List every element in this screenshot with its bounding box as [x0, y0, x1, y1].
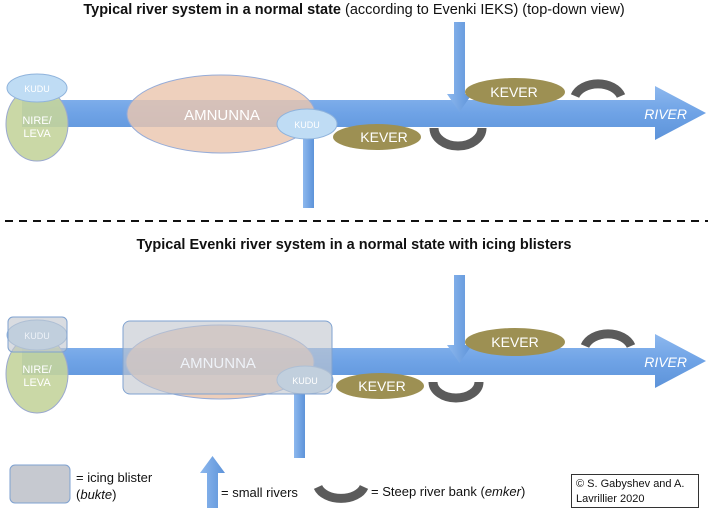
bottom-small-river-south: [294, 372, 305, 458]
top-nire-label-2: LEVA: [23, 128, 51, 140]
top-steep-bank-upper: [570, 79, 626, 99]
bottom-kudu-right-label: KUDU: [292, 376, 318, 386]
legend-steep-bank-swatch: [313, 484, 369, 503]
bottom-steep-bank-lower: [428, 381, 484, 403]
top-steep-bank-lower: [429, 127, 487, 151]
legend-small-rivers-label: = small rivers: [221, 485, 298, 500]
bottom-steep-bank-upper: [580, 329, 636, 349]
bottom-kudu-left-label: KUDU: [24, 331, 50, 341]
legend: = icing blister (bukte) = small rivers =…: [9, 456, 525, 508]
bottom-small-river-north-arrow: [447, 275, 472, 363]
bottom-icing-blister-amnunna: [122, 320, 333, 395]
bottom-amnunna-label: AMNUNNA: [180, 355, 256, 372]
bottom-nire-label-2: LEVA: [23, 377, 51, 389]
top-kudu-right: [276, 108, 338, 140]
bottom-kever-upper: [465, 328, 565, 356]
top-diagram-title: Typical river system in a normal state (…: [0, 2, 708, 18]
top-title-bold: Typical river system in a normal state: [83, 2, 341, 18]
bottom-river-label: RIVER: [644, 354, 687, 370]
top-nire-label-1: NIRE/: [22, 115, 52, 127]
copyright-line2: Lavrillier 2020: [576, 493, 645, 505]
top-kudu-left: [6, 73, 68, 103]
legend-steep-bank-label: = Steep river bank (emker): [371, 484, 525, 499]
bottom-kever-upper-label: KEVER: [491, 334, 538, 350]
top-kudu-left-label: KUDU: [24, 84, 50, 94]
top-small-river-south: [303, 118, 314, 208]
top-amnunna-label: AMNUNNA: [184, 107, 260, 124]
bottom-kever-lower: [336, 373, 424, 399]
bottom-icing-blister-kudu: [7, 316, 68, 353]
top-title-rest: (according to Evenki IEKS) (top-down vie…: [345, 2, 625, 18]
top-kudu-right-label: KUDU: [294, 120, 320, 130]
legend-icing-line1: = icing blister: [76, 470, 153, 485]
top-kever-upper-label: KEVER: [490, 84, 537, 100]
bottom-kever-lower-label: KEVER: [358, 378, 405, 394]
top-kever-upper: [465, 78, 565, 106]
bottom-diagram-title: Typical Evenki river system in a normal …: [0, 237, 708, 253]
bottom-nire-label-1: NIRE/: [22, 364, 52, 376]
copyright-box: © S. Gabyshev and A. Lavrillier 2020: [571, 474, 699, 508]
top-small-river-north-arrow: [447, 22, 472, 112]
legend-icing-line2: (bukte): [76, 487, 117, 502]
legend-icing-blister-swatch: [9, 464, 71, 504]
top-kever-lower-label: KEVER: [360, 129, 407, 145]
bottom-diagram: KUDU NIRE/ LEVA AMNUNNA KUDU KEVER KEVER…: [5, 275, 706, 458]
top-river-label: RIVER: [644, 106, 687, 122]
top-kever-lower: [333, 124, 421, 150]
copyright-line1: © S. Gabyshev and A.: [576, 478, 685, 490]
legend-small-river-arrow: [200, 456, 225, 508]
bottom-title-bold: Typical Evenki river system in a normal …: [136, 237, 572, 253]
top-diagram: KUDU NIRE/ LEVA AMNUNNA KUDU KEVER KEVER…: [5, 22, 706, 208]
